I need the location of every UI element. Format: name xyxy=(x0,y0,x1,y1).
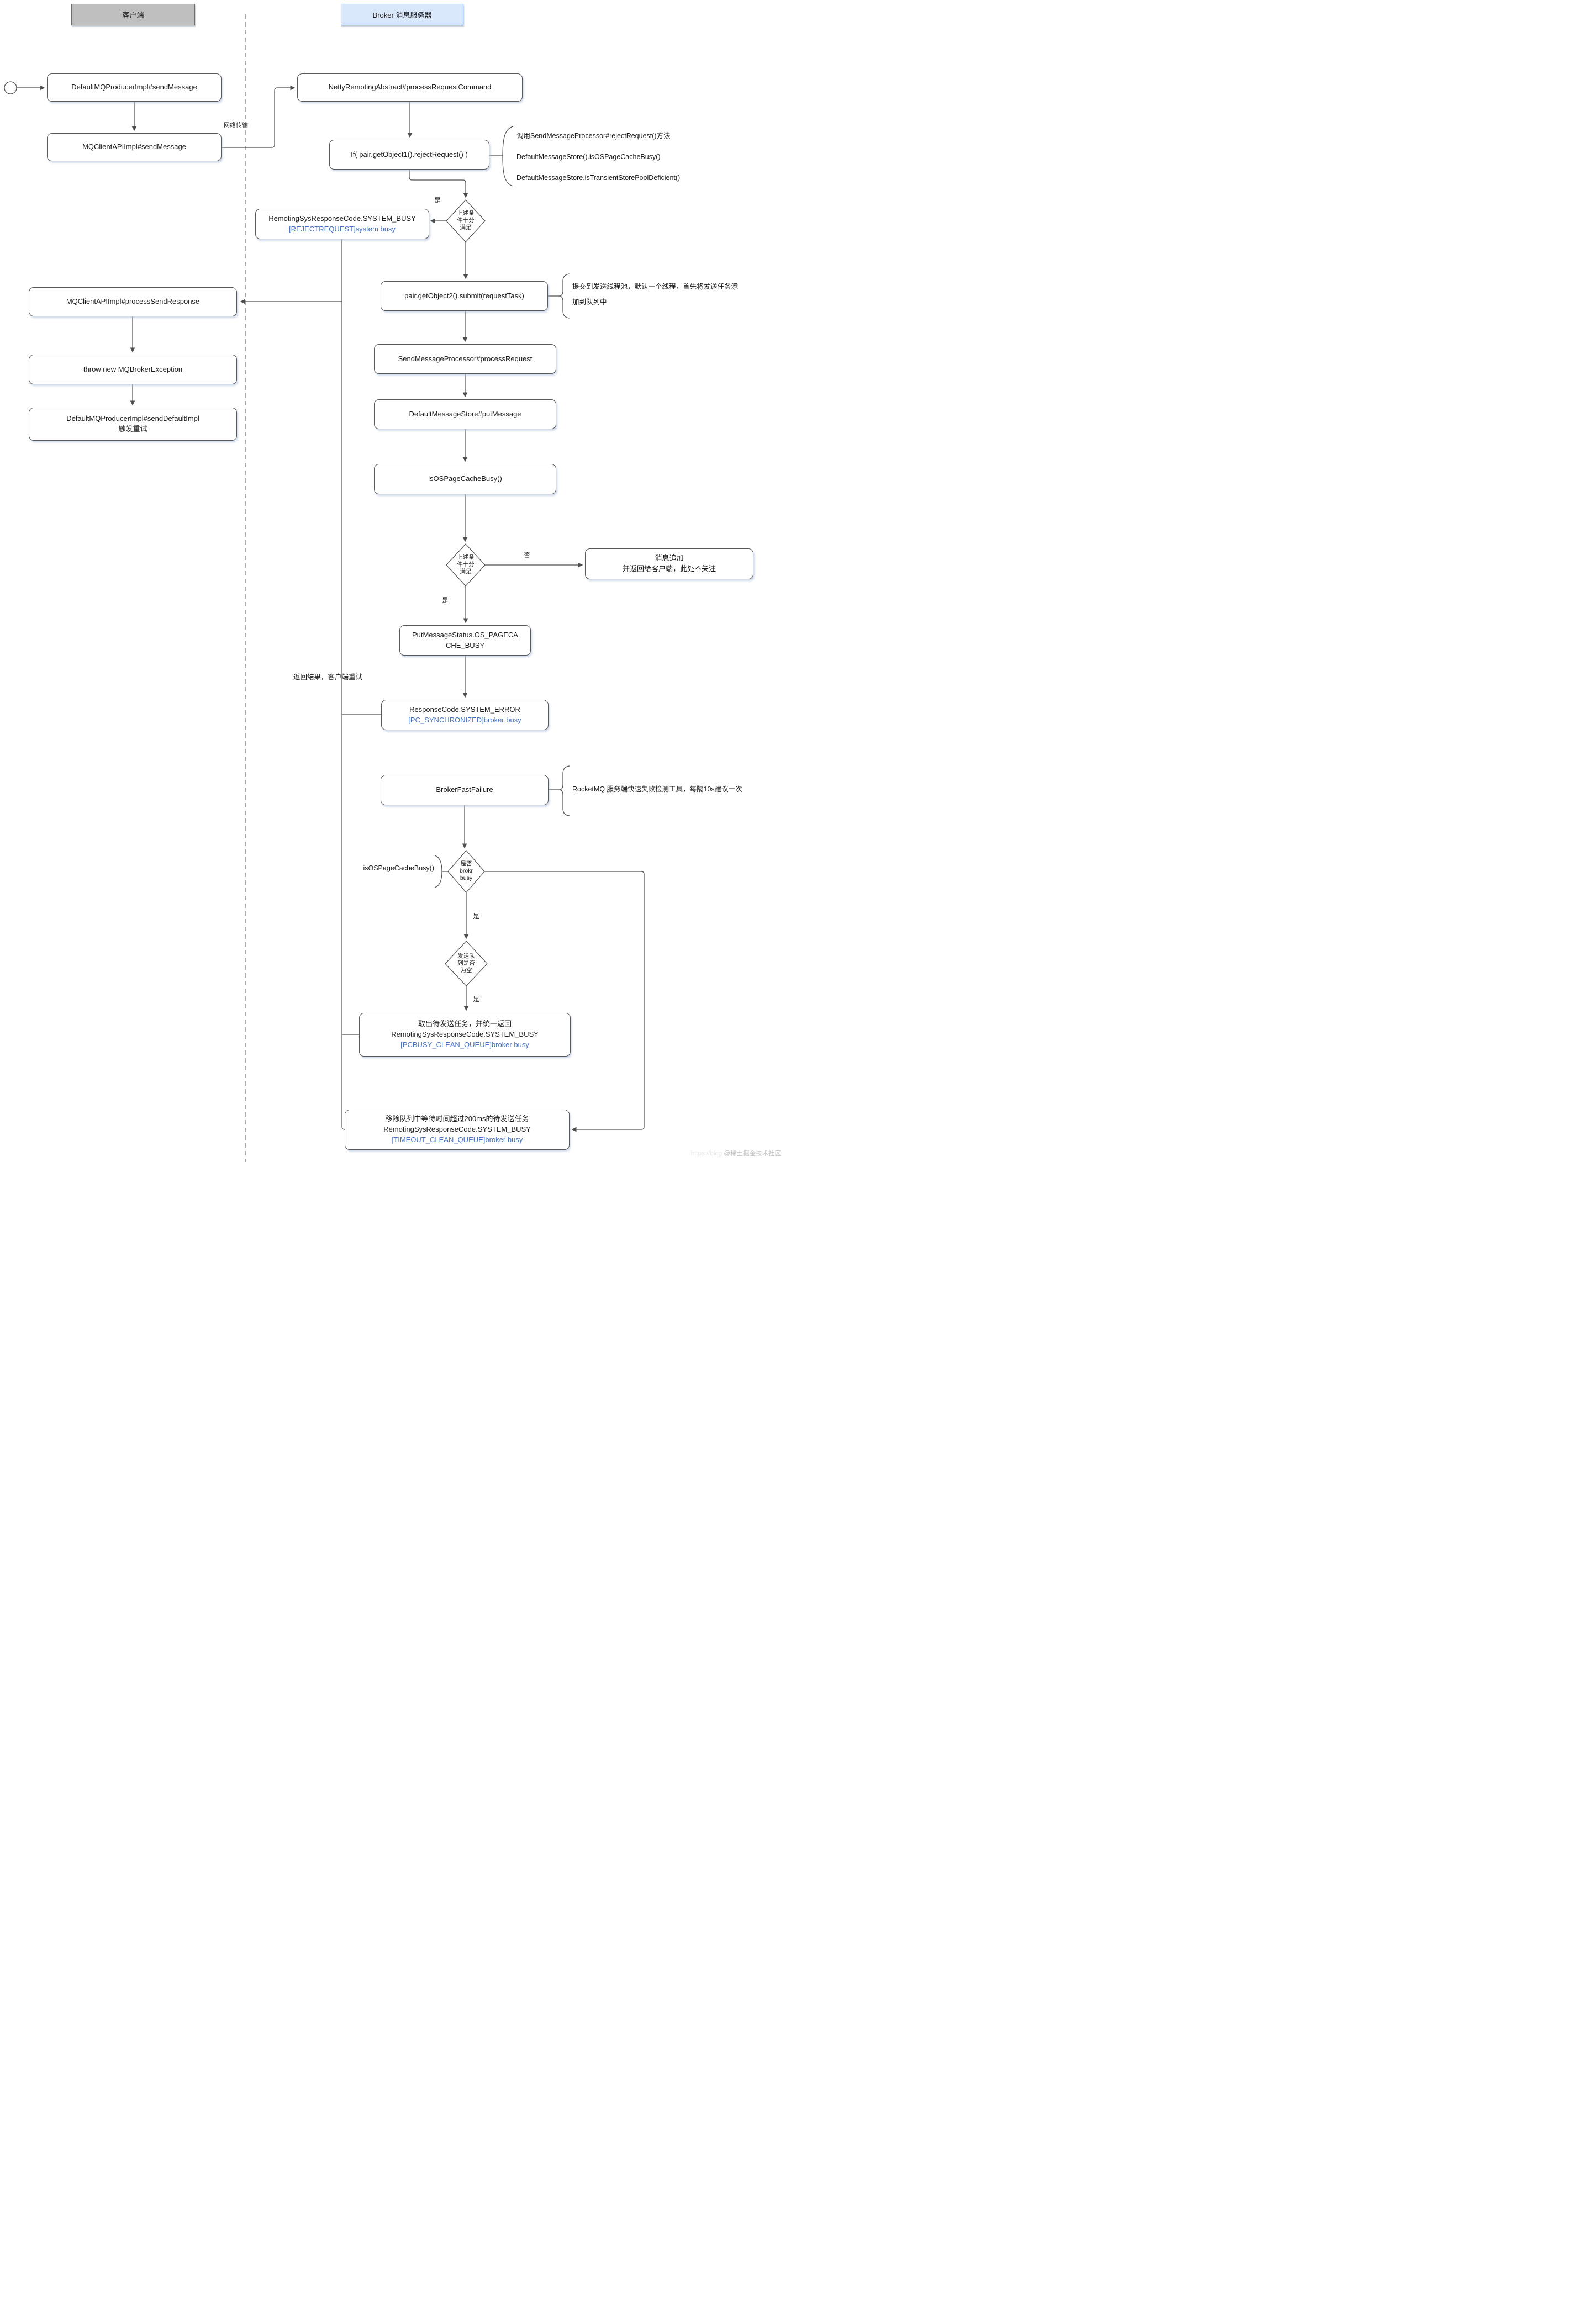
node-is-os-page-cache-busy: isOSPageCacheBusy() xyxy=(374,464,556,494)
edge-label-yes2: 是 xyxy=(442,596,449,604)
node-clientapi-sendmessage-label: MQClientAPIImpl#sendMessage xyxy=(82,142,186,151)
node-process-request: SendMessageProcessor#processRequest xyxy=(374,344,556,374)
node-throw-exception: throw new MQBrokerException xyxy=(29,355,237,384)
annotation-submit-line2: 加到队列中 xyxy=(572,298,607,306)
node-sysbusy-rejectrequest: RemotingSysResponseCode.SYSTEM_BUSY [REJ… xyxy=(255,209,429,239)
node-process-send-response-label: MQClientAPIImpl#processSendResponse xyxy=(66,297,200,306)
edge-label-yes1: 是 xyxy=(434,197,441,204)
node-message-append-line1: 消息追加 xyxy=(655,554,684,563)
decision-queueempty-line2: 列是否 xyxy=(457,960,475,967)
node-put-status-pagecache-busy: PutMessageStatus.OS_PAGECA CHE_BUSY xyxy=(399,625,531,656)
annotation-fast-failure: RocketMQ 服务端快速失败检测工具，每隔10s建议一次 xyxy=(572,785,742,793)
decision-cond1-line1: 上述条 xyxy=(457,210,475,216)
node-pair-submit-label: pair.getObject2().submit(requestTask) xyxy=(404,291,524,300)
edge-label-yes4: 是 xyxy=(473,995,480,1003)
node-response-system-error: ResponseCode.SYSTEM_ERROR [PC_SYNCHRONIZ… xyxy=(381,700,549,730)
annotation-reject-line1: 调用SendMessageProcessor#rejectRequest()方法 xyxy=(516,132,671,140)
node-pair-submit: pair.getObject2().submit(requestTask) xyxy=(381,281,548,311)
decision-cond2-line2: 件十分 xyxy=(457,561,475,568)
decision-cond1-line3: 满足 xyxy=(460,224,472,231)
node-netty-process-request-label: NettyRemotingAbstract#processRequestComm… xyxy=(328,83,492,92)
decision-queueempty-line3: 为空 xyxy=(460,967,472,974)
annotation-reject-line2: DefaultMessageStore().isOSPageCacheBusy(… xyxy=(516,153,661,161)
node-broker-fast-failure: BrokerFastFailure xyxy=(381,775,549,805)
node-remove-line1: 移除队列中等待时间超过200ms的待发送任务 xyxy=(385,1115,529,1123)
node-response-system-error-line2: [PC_SYNCHRONIZED]broker busy xyxy=(408,715,521,724)
node-remove-line2: RemotingSysResponseCode.SYSTEM_BUSY xyxy=(383,1125,531,1134)
node-if-reject-request-label: If( pair.getObject1().rejectRequest() ) xyxy=(351,150,468,159)
flowchart-canvas: 客户端 Broker 消息服务器 DefaultMQProducerImpl#s… xyxy=(0,0,786,1162)
annotation-reject-line3: DefaultMessageStore.isTransientStorePool… xyxy=(516,174,681,182)
node-message-append-line2: 并返回给客户端，此处不关注 xyxy=(622,564,716,573)
watermark-url-fragment: https://blog xyxy=(690,1150,723,1157)
edge-if-to-cond1 xyxy=(409,170,468,198)
lane-header-broker: Broker 消息服务器 xyxy=(341,4,463,25)
node-remove-line3: [TIMEOUT_CLEAN_QUEUE]broker busy xyxy=(391,1135,523,1144)
decision-cond2-label: 上述条 件十分 满足 xyxy=(445,554,486,575)
node-put-status-line2: CHE_BUSY xyxy=(445,641,485,649)
node-send-default-impl-label: DefaultMQProducerImpl#sendDefaultImpl xyxy=(66,414,199,423)
node-fetch-line1: 取出待发送任务，并统一返回 xyxy=(418,1020,512,1028)
bracket-fastfailure-note xyxy=(558,765,570,816)
watermark-community: @稀土掘金技术社区 xyxy=(724,1150,781,1157)
node-fetch-pending-tasks: 取出待发送任务，并统一返回 RemotingSysResponseCode.SY… xyxy=(359,1013,571,1057)
node-if-reject-request: If( pair.getObject1().rejectRequest() ) xyxy=(329,140,489,170)
decision-queueempty-line1: 发送队 xyxy=(457,953,475,959)
decision-brokerbusy-line2: brokr xyxy=(460,868,473,875)
decision-brokerbusy-line1: 是否 xyxy=(460,860,472,867)
decision-cond2-line3: 满足 xyxy=(460,568,472,575)
node-broker-fast-failure-label: BrokerFastFailure xyxy=(436,785,493,794)
bracket-if-note xyxy=(502,126,514,187)
watermark: https://blog @稀土掘金技术社区 xyxy=(691,1149,781,1158)
decision-brokerbusy-label: 是否 brokr busy xyxy=(447,860,485,882)
node-process-send-response: MQClientAPIImpl#processSendResponse xyxy=(29,287,237,316)
edge-label-return-retry: 返回结果，客户端重试 xyxy=(293,673,363,681)
edge-brokerbusy-to-remove xyxy=(484,871,645,1132)
node-put-message: DefaultMessageStore#putMessage xyxy=(374,399,556,429)
edge-label-yes3: 是 xyxy=(473,912,480,920)
edge-label-no1: 否 xyxy=(524,551,531,559)
edge-label-network: 网络传输 xyxy=(224,122,248,129)
node-clientapi-sendmessage: MQClientAPIImpl#sendMessage xyxy=(47,133,222,161)
node-fetch-line3: [PCBUSY_CLEAN_QUEUE]broker busy xyxy=(400,1040,529,1049)
lane-header-client-label: 客户端 xyxy=(122,11,144,19)
decision-cond1-label: 上述条 件十分 满足 xyxy=(445,210,486,231)
node-fetch-line2: RemotingSysResponseCode.SYSTEM_BUSY xyxy=(391,1030,539,1039)
connector-layer xyxy=(4,14,645,1162)
node-netty-process-request: NettyRemotingAbstract#processRequestComm… xyxy=(297,73,523,102)
lane-header-client: 客户端 xyxy=(71,4,195,25)
node-response-system-error-line1: ResponseCode.SYSTEM_ERROR xyxy=(409,705,520,714)
decision-brokerbusy-line3: busy xyxy=(460,875,473,882)
node-sysbusy-line2: [REJECTREQUEST]system busy xyxy=(289,224,396,233)
node-remove-timeout-tasks: 移除队列中等待时间超过200ms的待发送任务 RemotingSysRespon… xyxy=(345,1110,570,1150)
node-throw-exception-label: throw new MQBrokerException xyxy=(83,365,183,373)
decision-cond2-line1: 上述条 xyxy=(457,554,475,561)
node-sysbusy-line1: RemotingSysResponseCode.SYSTEM_BUSY xyxy=(268,214,416,223)
edge-return-spine xyxy=(341,239,345,1130)
decision-cond1-line2: 件十分 xyxy=(457,217,475,224)
node-put-message-label: DefaultMessageStore#putMessage xyxy=(409,409,521,418)
decision-queueempty-label: 发送队 列是否 为空 xyxy=(445,953,487,974)
lane-header-broker-label: Broker 消息服务器 xyxy=(372,11,432,19)
node-send-default-impl: DefaultMQProducerImpl#sendDefaultImpl 触发… xyxy=(29,408,237,441)
node-producer-sendmessage-label: DefaultMQProducerImpl#sendMessage xyxy=(71,83,197,92)
edge-network-transfer xyxy=(222,85,296,148)
annotation-submit-line1: 提交到发送线程池，默认一个线程，首先将发送任务添 xyxy=(572,283,739,290)
node-message-append: 消息追加 并返回给客户端，此处不关注 xyxy=(585,548,753,579)
start-node xyxy=(4,81,17,94)
bracket-submit-note xyxy=(558,273,570,319)
node-producer-sendmessage: DefaultMQProducerImpl#sendMessage xyxy=(47,73,222,102)
node-put-status-line1: PutMessageStatus.OS_PAGECA xyxy=(412,630,518,639)
node-send-default-retry-label: 触发重试 xyxy=(118,425,147,433)
node-process-request-label: SendMessageProcessor#processRequest xyxy=(398,354,533,363)
bracket-isosbusy-label xyxy=(434,855,442,888)
node-is-os-page-cache-busy-label: isOSPageCacheBusy() xyxy=(428,474,502,483)
label-is-os-page-cache-busy: isOSPageCacheBusy() xyxy=(363,864,434,872)
